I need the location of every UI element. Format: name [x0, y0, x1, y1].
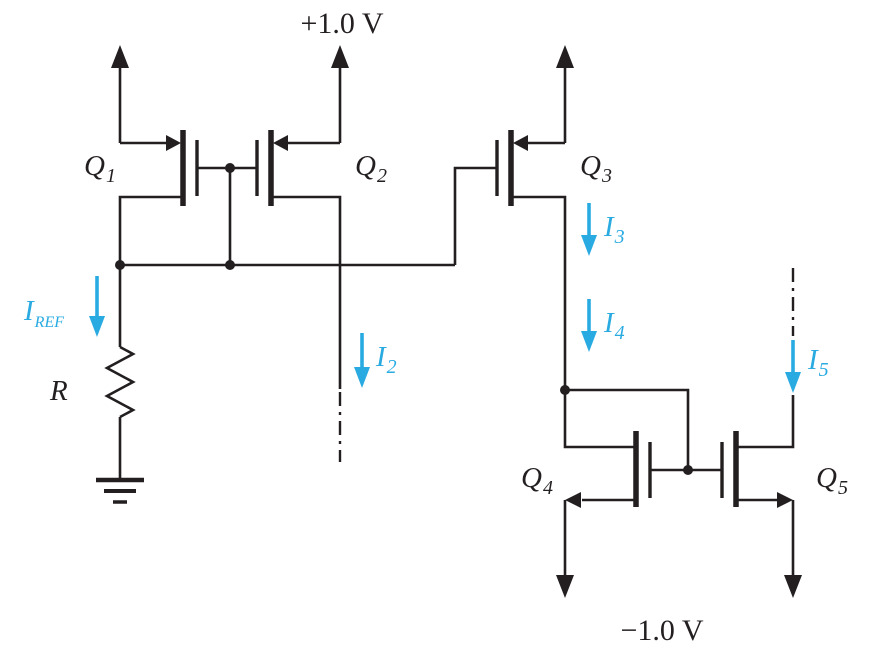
- q2-label: Q2: [355, 150, 387, 187]
- down-arrow-icon: [784, 575, 802, 598]
- transistor-q5: [688, 395, 802, 598]
- q5-label-main: Q: [816, 462, 837, 494]
- q1-label-main: Q: [84, 150, 105, 182]
- positive-supply-label: +1.0 V: [300, 7, 383, 40]
- q3-label-main: Q: [580, 150, 601, 182]
- q4-label: Q4: [521, 462, 553, 499]
- q3-source-arrow-icon: [513, 135, 528, 151]
- supply-arrow-q3: [556, 45, 574, 143]
- junction-dot-iref-node: [115, 260, 125, 270]
- q4-diode-connection-wire: [565, 388, 690, 470]
- gate-bus: [120, 168, 455, 267]
- i5-arrowhead-icon: [785, 372, 801, 393]
- q4-label-main: Q: [521, 462, 542, 494]
- i5-label-main: I: [807, 344, 819, 376]
- transistor-q4: [556, 390, 688, 598]
- i3-arrowhead-icon: [581, 235, 597, 256]
- i4-current-arrow: [581, 299, 597, 352]
- junction-dot-q4-drain: [560, 385, 570, 395]
- q2-source-arrow-icon: [273, 135, 288, 151]
- iref-label: IREF: [23, 295, 64, 331]
- q2-label-sub: 2: [377, 165, 387, 187]
- q3-label: Q3: [580, 150, 612, 187]
- ground-symbol: [96, 477, 144, 504]
- q3-label-sub: 3: [601, 165, 612, 187]
- i3-current-arrow: [581, 203, 597, 256]
- up-arrow-icon: [556, 45, 574, 68]
- q4-drain-lead: [563, 390, 634, 449]
- i4-label-main: I: [603, 307, 615, 339]
- iref-arrowhead-icon: [89, 316, 105, 337]
- q2-drain-lead: [271, 195, 342, 389]
- i2-current-arrow: [354, 333, 370, 388]
- q3-gate-lead: [453, 166, 497, 265]
- reference-branch: [96, 265, 144, 504]
- i2-label-sub: 2: [387, 356, 397, 378]
- q1-drain-lead: [118, 195, 183, 265]
- junction-dot-gate-bus: [225, 260, 235, 270]
- resistor-label: R: [49, 375, 68, 407]
- negative-supply-label: −1.0 V: [620, 614, 703, 647]
- q5-source-arrow-icon: [777, 492, 793, 508]
- junction-dot-gates-q4q5: [683, 465, 693, 475]
- q4-label-sub: 4: [543, 477, 553, 499]
- q5-label-sub: 5: [838, 477, 848, 499]
- i4-arrowhead-icon: [581, 331, 597, 352]
- q1-label-sub: 1: [106, 165, 116, 187]
- iref-current-arrow: [89, 276, 105, 337]
- i5-label: I5: [807, 344, 829, 381]
- supply-arrow-q1: [111, 45, 129, 143]
- i3-label-sub: 3: [614, 226, 625, 248]
- q1-source-arrow-icon: [166, 135, 181, 151]
- i3-label: I3: [603, 211, 625, 248]
- i2-arrowhead-icon: [354, 367, 370, 388]
- up-arrow-icon: [111, 45, 129, 68]
- junction-dot-gates-q1q2: [225, 163, 235, 173]
- q4-source-arrow-icon: [565, 492, 581, 508]
- i2-label: I2: [375, 341, 397, 378]
- up-arrow-icon: [331, 45, 349, 68]
- i4-label: I4: [603, 307, 625, 344]
- transistor-q1: [118, 130, 230, 265]
- i5-current-arrow: [785, 340, 801, 393]
- i4-label-sub: 4: [615, 322, 625, 344]
- supply-arrow-q2: [331, 45, 349, 143]
- down-arrow-icon: [556, 575, 574, 598]
- q2-label-main: Q: [355, 150, 376, 182]
- q5-label: Q5: [816, 462, 848, 499]
- q1-label: Q1: [84, 150, 116, 187]
- iref-label-main: I: [23, 295, 35, 327]
- resistor-r: [104, 345, 136, 419]
- transistor-q3: [453, 130, 567, 390]
- i3-label-main: I: [603, 211, 615, 243]
- q3-drain-lead: [511, 195, 567, 390]
- iref-label-sub: REF: [34, 314, 65, 331]
- transistor-q2: [230, 130, 342, 389]
- i2-label-main: I: [375, 341, 387, 373]
- i5-label-sub: 5: [819, 359, 829, 381]
- q5-drain-lead: [736, 395, 795, 449]
